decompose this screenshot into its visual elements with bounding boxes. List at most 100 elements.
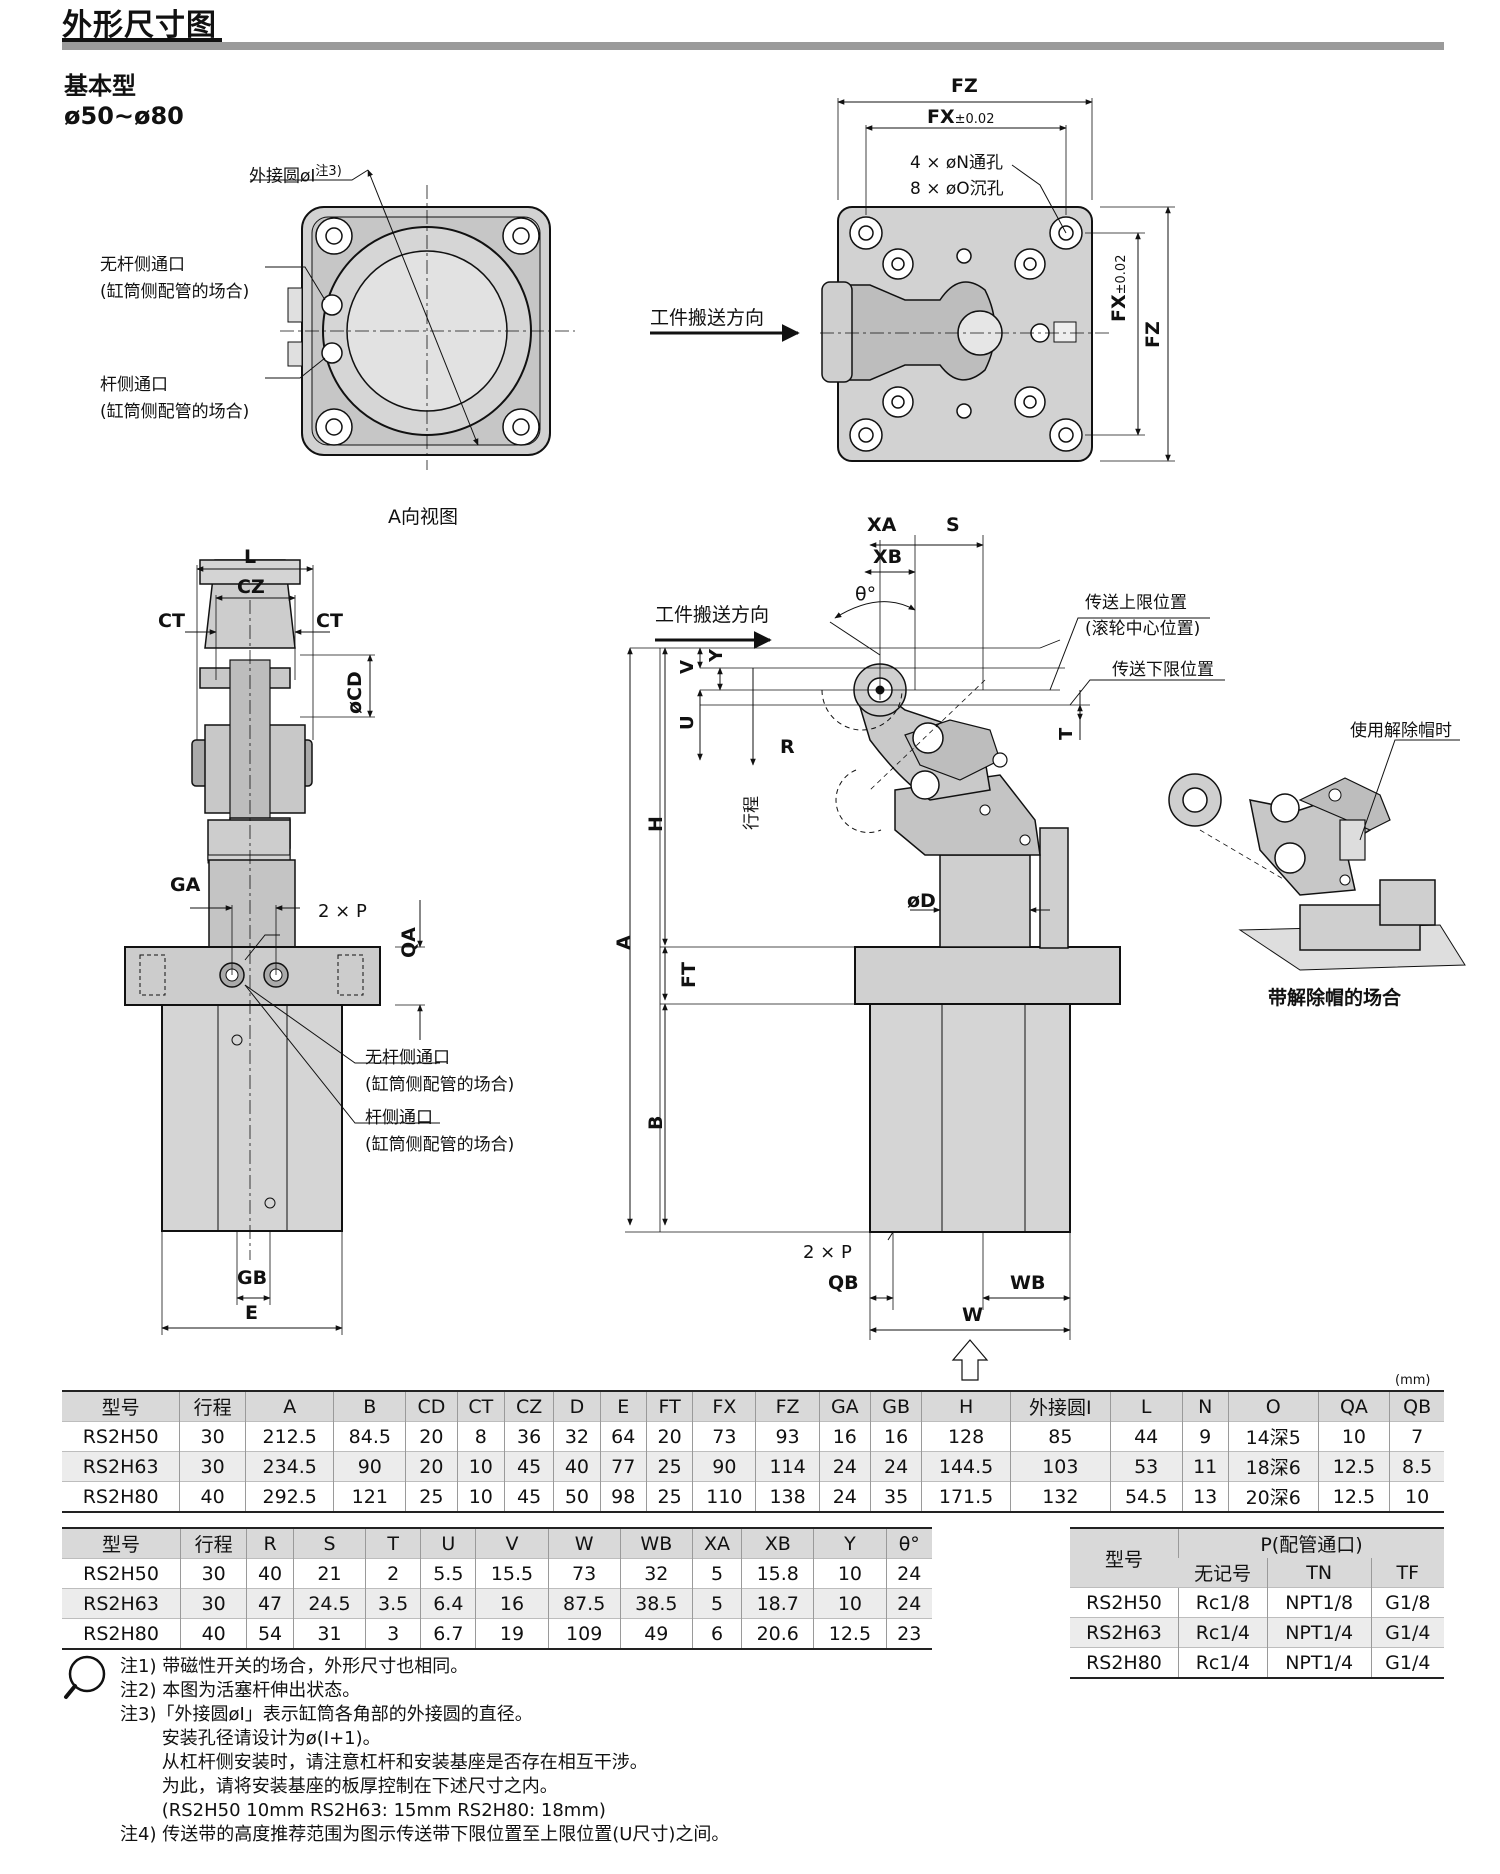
table1-header: D [553,1390,601,1422]
holes-counterbore-label: 8 × øO沉孔 [910,179,1004,199]
table1-cell: 20深6 [1227,1481,1319,1513]
table1-header: H [921,1390,1011,1422]
dim-ft: FT [678,962,700,988]
table1-header: GB [869,1390,922,1422]
port-table-cell: NPT1/8 [1266,1587,1372,1618]
table2-cell: 10 [813,1588,886,1619]
page-title: 外形尺寸图 [62,8,217,43]
port-table-model-header: 型号 [1070,1527,1179,1588]
rodless-port-label: 无杆侧通口 [100,255,185,275]
dim-ct-right: CT [316,610,343,632]
table1-cell: 9 [1181,1421,1229,1452]
table1-cell: 30 [179,1421,246,1452]
port-table-cell: G1/8 [1370,1587,1444,1618]
port-table-cell: Rc1/4 [1178,1647,1268,1679]
table1-cell: 212.5 [244,1421,334,1452]
unit-label: (mm) [1395,1373,1431,1388]
table2-header: W [547,1527,621,1559]
section-title: 基本型 [64,72,136,100]
table2-cell: RS2H80 [62,1618,181,1650]
port-table-cell: Rc1/4 [1178,1617,1268,1648]
table1-cell: 121 [333,1481,406,1513]
port-table-cell: G1/4 [1370,1647,1444,1679]
magnifier-icon [62,1653,108,1699]
table2-cell: 3.5 [365,1588,421,1619]
table2-cell: 21 [292,1558,366,1589]
dim-y: Y [706,648,727,662]
table2-cell: 19 [475,1618,549,1650]
lower-limit-label: 传送下限位置 [1112,660,1214,680]
table1-header: GA [818,1390,871,1422]
table1-cell: 25 [645,1481,693,1513]
table1-cell: 84.5 [333,1421,406,1452]
table1-cell: 16 [869,1421,922,1452]
table1-cell: 90 [333,1451,406,1482]
table2-cell: RS2H50 [62,1558,181,1589]
table2-header: XB [741,1527,814,1559]
table2-cell: 40 [180,1618,247,1650]
table1-header: O [1227,1390,1319,1422]
title-rule [62,42,1444,50]
table1-header: L [1109,1390,1183,1422]
table1-cell: 16 [818,1421,871,1452]
port-table-cell: RS2H80 [1070,1647,1179,1679]
table1-header: QB [1389,1390,1444,1422]
table1-cell: 10 [456,1481,505,1513]
notes: 注1) 带磁性开关的场合，外形尺寸也相同。注2) 本图为活塞杆伸出状态。注3)「… [120,1655,729,1847]
table1-cell: 128 [921,1421,1011,1452]
dim-v: V [677,660,698,674]
table2-cell: 24 [885,1558,932,1589]
table2-header: Y [813,1527,886,1559]
table2-cell: 109 [547,1618,621,1650]
table2-cell: 15.8 [741,1558,814,1589]
table2-cell: 6.7 [420,1618,476,1650]
table1-cell: 20 [405,1421,458,1452]
table1-cell: 30 [179,1451,246,1482]
dim-d: øD [907,890,936,912]
table2-cell: 23 [885,1618,932,1650]
dim-xa: XA [867,514,897,536]
table1-cell: 32 [553,1421,601,1452]
table2-header: T [365,1527,421,1559]
port-table-header: TN [1266,1558,1372,1588]
table2-header: XA [691,1527,742,1559]
rod-port-sub: (缸筒侧配管的场合) [100,402,250,422]
view-a-drawing [250,169,575,470]
rod-port-label: 杆侧通口 [100,375,168,395]
table2-cell: 20.6 [741,1618,814,1650]
table1-cell: 234.5 [244,1451,334,1482]
table1-cell: 292.5 [244,1481,334,1513]
table1-cell: 25 [405,1481,458,1513]
table1-header: FT [645,1390,693,1422]
dim-ga: GA [170,874,201,896]
table1-cell: 132 [1009,1481,1111,1513]
dim-p-front: 2 × P [803,1242,852,1263]
port-table-cell: NPT1/4 [1266,1617,1372,1648]
circ-label: 外接圆øI注3) [249,164,342,187]
rodless-port-sub: (缸筒侧配管的场合) [100,282,250,302]
table1-cell: 114 [755,1451,820,1482]
table2-cell: 15.5 [475,1558,549,1589]
table2-cell: 30 [180,1588,247,1619]
holes-through-label: 4 × øN通孔 [910,153,1003,173]
table1-cell: 35 [869,1481,922,1513]
cap-view-drawing [1168,739,1466,971]
table2-cell: 5 [691,1588,742,1619]
port-table-header: 无记号 [1178,1558,1268,1588]
note-line: (RS2H50 10mm RS2H63: 15mm RS2H80: 18mm) [120,1800,606,1821]
port-table-cell: RS2H50 [1070,1587,1179,1618]
side-rod-port: 杆侧通口 [365,1108,433,1128]
table1-cell: 7 [1389,1421,1444,1452]
dim-w: W [962,1304,983,1326]
port-table-cell: RS2H63 [1070,1617,1179,1648]
table1-header: CZ [503,1390,554,1422]
dim-l: L [244,546,257,568]
table1-header: 型号 [62,1390,180,1422]
table1-cell: 8.5 [1389,1451,1444,1482]
